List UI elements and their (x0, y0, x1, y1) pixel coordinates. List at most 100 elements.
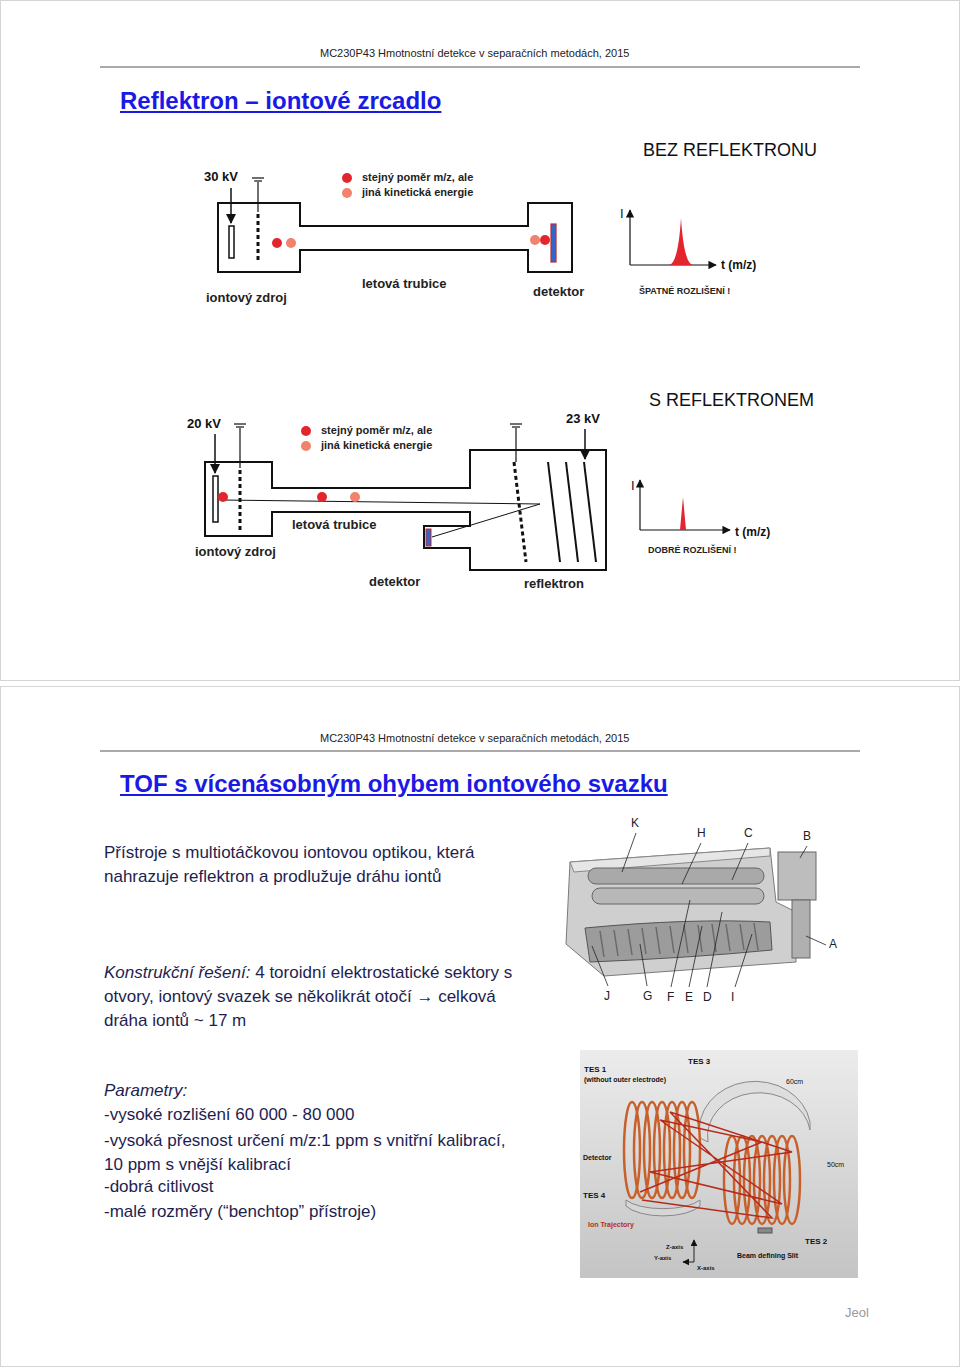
ion-dot (317, 492, 327, 502)
reflectron-tube (213, 476, 218, 522)
part-label: Detector (583, 1154, 611, 1162)
axis-label: Y-axis (654, 1255, 671, 1262)
leader-line (707, 912, 722, 987)
axis-label: I (631, 478, 635, 494)
header-text: MC230P43 Hmotnostní detekce v separačníc… (320, 732, 629, 745)
sector-illustration (624, 1102, 800, 1224)
list-item: -malé rozměry (“benchtop” přístroje) (104, 1202, 376, 1222)
instrument-illustration (566, 848, 796, 976)
sector-illustration (784, 1136, 800, 1224)
slide-frame (100, 67, 860, 68)
callout-letter: J (604, 989, 610, 1003)
legend-swatch (342, 173, 352, 183)
part-label: reflektron (524, 576, 584, 592)
axis-label: t (m/z) (721, 258, 756, 272)
leader-line (622, 833, 636, 872)
slide-frame (1, 687, 960, 1367)
reflectron-tube (214, 434, 216, 473)
instrument-illustration (642, 928, 646, 954)
resolution-note: DOBRÉ ROZLIŠENÍ ! (648, 545, 737, 556)
tof-tube (257, 214, 260, 262)
callout-letter: G (643, 989, 652, 1003)
list-item: -dobrá citlivost (104, 1177, 214, 1197)
list-item: -vysoká přesnost určení m/z:1 ppm s vnit… (104, 1129, 519, 1177)
reflectron-tube (222, 500, 540, 537)
ion-dot (272, 238, 282, 248)
spectrum-plot (639, 480, 640, 530)
axis-label: Z-axis (666, 1244, 683, 1251)
axis-label: t (m/z) (735, 525, 770, 539)
legend-swatch (301, 426, 311, 436)
callout-letter: A (829, 937, 837, 951)
legend-entry: stejný poměr m/z, ale (342, 171, 473, 184)
sector-illustration (754, 1136, 770, 1224)
legend-text: jiná kinetická energie (362, 186, 473, 199)
spectrum-plot (629, 210, 630, 265)
tof-tube (218, 178, 572, 272)
sector-illustration (694, 1240, 695, 1262)
body-text: Konstrukční řešení: (104, 963, 250, 982)
instrument-illustration (614, 930, 618, 956)
sector-illustration (580, 1050, 858, 1278)
sector-illustration (758, 1228, 772, 1233)
tof-tube (257, 182, 258, 212)
leader-line (671, 900, 690, 987)
ion-dot (218, 492, 228, 502)
part-label: Ion Trajectory (588, 1221, 634, 1229)
reflectron-tube (566, 462, 578, 562)
part-label: Beam defining Slit (737, 1252, 798, 1260)
reflectron-tube (512, 426, 520, 427)
part-label: TES 4 (583, 1191, 605, 1201)
legend-entry: stejný poměr m/z, ale (301, 424, 432, 437)
body-text: Parametry: (104, 1081, 187, 1101)
reflectron-tube (514, 462, 526, 562)
leader-line (732, 843, 748, 880)
instrument-illustration (628, 929, 632, 955)
instrument-illustration (740, 924, 744, 950)
leader-line (735, 934, 752, 987)
reflectron-tube (584, 429, 586, 459)
spectrum-plot (630, 210, 716, 265)
leader-line (689, 926, 702, 987)
reflectron-tube (584, 462, 596, 562)
ion-dot (540, 235, 550, 245)
reflectron-tube (515, 428, 516, 462)
tof-tube (551, 224, 556, 262)
leader-line (806, 936, 826, 945)
sector-illustration (624, 1102, 640, 1198)
part-label: TES 1 (584, 1065, 606, 1075)
body-text: Přístroje s multiotáčkovou iontovou opti… (104, 841, 519, 889)
reflectron-tube (548, 462, 560, 562)
legend-entry: jiná kinetická energie (342, 186, 473, 199)
part-label: detektor (369, 574, 420, 590)
spectrum-plot (680, 497, 686, 530)
header-text: MC230P43 Hmotnostní detekce v separačníc… (320, 47, 629, 60)
dimension-label: 50cm (827, 1161, 844, 1169)
legend-swatch (342, 188, 352, 198)
sector-illustration (764, 1136, 780, 1224)
callout-letter: D (703, 990, 712, 1004)
slide-frame (100, 751, 860, 752)
axis-label: I (620, 206, 624, 222)
spectrum-plot (640, 480, 730, 530)
callout-letter: B (803, 829, 811, 843)
sector-illustration (664, 1102, 680, 1198)
part-label: letová trubice (292, 517, 377, 533)
sector-illustration (724, 1136, 740, 1224)
part-label: detektor (533, 284, 584, 300)
tof-tube (254, 180, 262, 181)
body-paragraph: Konstrukční řešení:4 toroidní elektrosta… (104, 961, 519, 1033)
ion-dot (286, 238, 296, 248)
callout-letter: E (685, 990, 693, 1004)
instrument-illustration (656, 927, 660, 954)
instrument-illustration (566, 848, 816, 976)
part-label: iontový zdroj (206, 290, 287, 306)
reflectron-tube (426, 529, 431, 546)
legend-text: stejný poměr m/z, ale (321, 424, 432, 437)
axis-label: X-axis (697, 1265, 715, 1272)
callout-letter: K (631, 816, 639, 830)
callout-letter: H (697, 826, 706, 840)
callout-letter: I (731, 990, 734, 1004)
part-label: (without outer electrode) (584, 1076, 666, 1084)
sector-illustration (644, 1102, 660, 1198)
